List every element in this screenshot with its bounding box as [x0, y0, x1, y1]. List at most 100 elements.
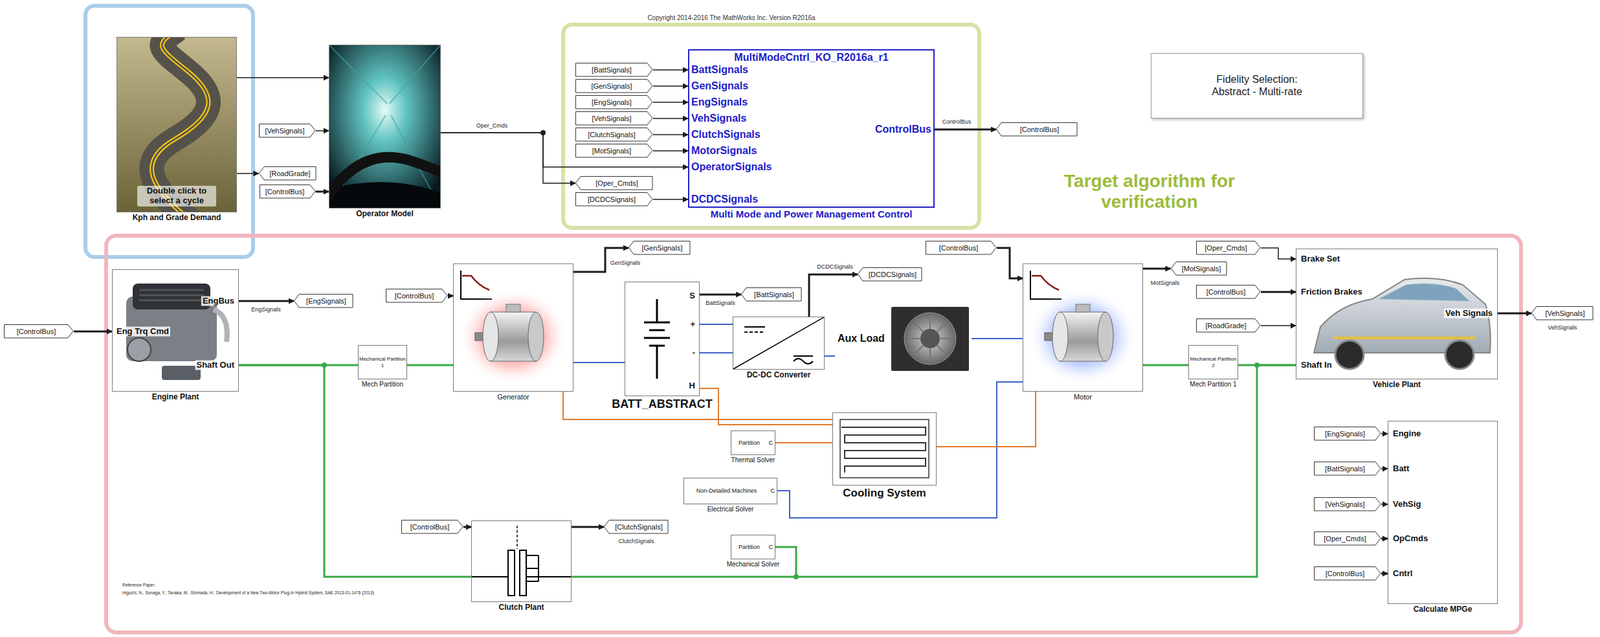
mech-partition: Mechanical Partition 2Mech Partition 1 — [1188, 344, 1239, 380]
aux-load-picture-part — [891, 306, 969, 371]
block-name: Kph and Grade Demand — [132, 213, 222, 223]
signal-line — [315, 190, 330, 193]
goto-tag: [DCDCSignals] — [857, 267, 923, 282]
signal-line — [1381, 537, 1388, 540]
block-name: Motor — [1073, 392, 1092, 402]
tag-outline — [1314, 532, 1382, 546]
tag-label: [ControlBus] — [265, 187, 305, 197]
electrical-line — [699, 323, 733, 325]
clutch-symbol-part — [508, 550, 515, 596]
from-tag: [EngSignals] — [1313, 426, 1382, 441]
goto-tag: [VehSignals] — [1531, 306, 1594, 321]
block-name: Vehicle Plant — [1372, 380, 1421, 390]
tag-label: [ControlBus] — [394, 291, 435, 301]
tag-outline — [259, 185, 316, 199]
signal-line — [1381, 503, 1388, 505]
tag-outline — [576, 128, 654, 142]
port-label: VehSignals — [691, 112, 747, 125]
block-name: Mechanical Solver — [726, 560, 780, 569]
from-tag: [ControlBus] — [925, 240, 997, 256]
electrical-line — [824, 355, 835, 357]
motor-icon-part — [1075, 304, 1090, 312]
converter-symbol-part — [744, 326, 766, 328]
tag-outline — [996, 122, 1078, 137]
electrical-line — [777, 381, 1023, 518]
tag-outline — [4, 324, 74, 339]
tag-outline — [386, 289, 448, 303]
thermal-line — [936, 391, 1036, 447]
shaft-line — [407, 364, 454, 367]
motor-icon-part — [1097, 311, 1114, 362]
aux-load-picture-part — [920, 328, 940, 349]
tag-label: [ControlBus] — [1325, 569, 1366, 578]
port-label: BattSignals — [691, 64, 749, 76]
controller-region — [563, 24, 980, 228]
tag-label: [VehSignals] — [264, 126, 305, 136]
signal-line — [1143, 267, 1171, 270]
generator-icon-part — [458, 288, 569, 386]
port-label: + — [688, 319, 697, 330]
tag-outline — [1532, 306, 1594, 321]
port-label: Veh Signals — [1444, 308, 1494, 319]
drive-cycle-block: Double click to select a cycleKph and Gr… — [116, 36, 237, 213]
goto-tag: [MotSignals] — [1170, 261, 1228, 276]
clutch-symbol — [471, 525, 571, 596]
signal-name: ControlBus — [941, 118, 973, 125]
tag-outline — [1314, 462, 1382, 476]
from-tag: [VehSignals] — [1313, 497, 1382, 512]
port-label: Brake Set — [1299, 254, 1342, 265]
tag-outline — [576, 144, 654, 158]
port-label: S — [688, 291, 697, 301]
block-name: Multi Mode and Power Management Control — [710, 208, 913, 220]
motor-icon — [1027, 270, 1138, 386]
driver-view-picture — [328, 44, 441, 209]
converter-symbol-part — [793, 355, 813, 357]
signal-line — [315, 130, 329, 132]
tag-outline — [1196, 319, 1261, 333]
port-label: MotorSignals — [691, 144, 757, 157]
driver-view-picture-part — [328, 44, 441, 209]
from-tag: [BattSignals] — [575, 62, 654, 78]
from-tag: [ControlBus] — [259, 184, 316, 199]
radiator-symbol-part — [841, 427, 926, 473]
tag-outline — [576, 192, 654, 207]
block-name: Clutch Plant — [498, 603, 544, 613]
tag-label: [EngSignals] — [591, 98, 632, 107]
vehicle-picture-part — [1335, 340, 1364, 369]
signal-line — [238, 300, 294, 303]
tag-outline — [1314, 427, 1382, 441]
from-tag: [RoadGrade] — [1196, 318, 1261, 333]
signal-line — [463, 526, 472, 529]
from-tag: [ControlBus] — [385, 288, 448, 303]
port-label: Engine — [1391, 429, 1423, 439]
from-tag: [BattSignals] — [1313, 461, 1382, 476]
motor-icon-part — [1031, 275, 1059, 290]
model-reference-name: MultiModeCntrl_KO_R2016a_r1 — [689, 51, 934, 64]
port-label: - — [691, 348, 697, 358]
road-picture — [116, 36, 237, 213]
signal-line — [1381, 433, 1388, 435]
from-tag: [DCDCSignals] — [575, 192, 654, 207]
vehicle-picture-part — [1378, 283, 1470, 301]
signal-line — [653, 133, 689, 136]
tag-label: [Oper_Cmds] — [1323, 534, 1366, 544]
tag-outline — [741, 288, 802, 302]
battery-symbol — [644, 299, 670, 379]
tag-outline — [259, 124, 316, 138]
note-text: Fidelity Selection: Abstract - Multi-rat… — [1197, 73, 1318, 98]
signal-line — [653, 69, 689, 71]
copyright-note: Copyright 2014-2016 The MathWorks Inc. V… — [647, 14, 815, 23]
tag-label: [ControlBus] — [1206, 288, 1246, 297]
tag-label: [BattSignals] — [754, 290, 795, 300]
generator-block: Generator — [453, 263, 574, 392]
signal-name: DCDCSignals — [816, 263, 854, 270]
tag-label: [GenSignals] — [591, 82, 633, 91]
tag-label: [MotSignals] — [1181, 264, 1222, 274]
tag-label: [BattSignals] — [1324, 464, 1366, 474]
signal-line — [653, 198, 689, 200]
signal-name: BattSignals — [704, 299, 736, 307]
from-tag: [ControlBus] — [1313, 566, 1382, 581]
shaft-line — [238, 365, 472, 577]
block-name: Calculate MPGe — [1413, 605, 1473, 615]
